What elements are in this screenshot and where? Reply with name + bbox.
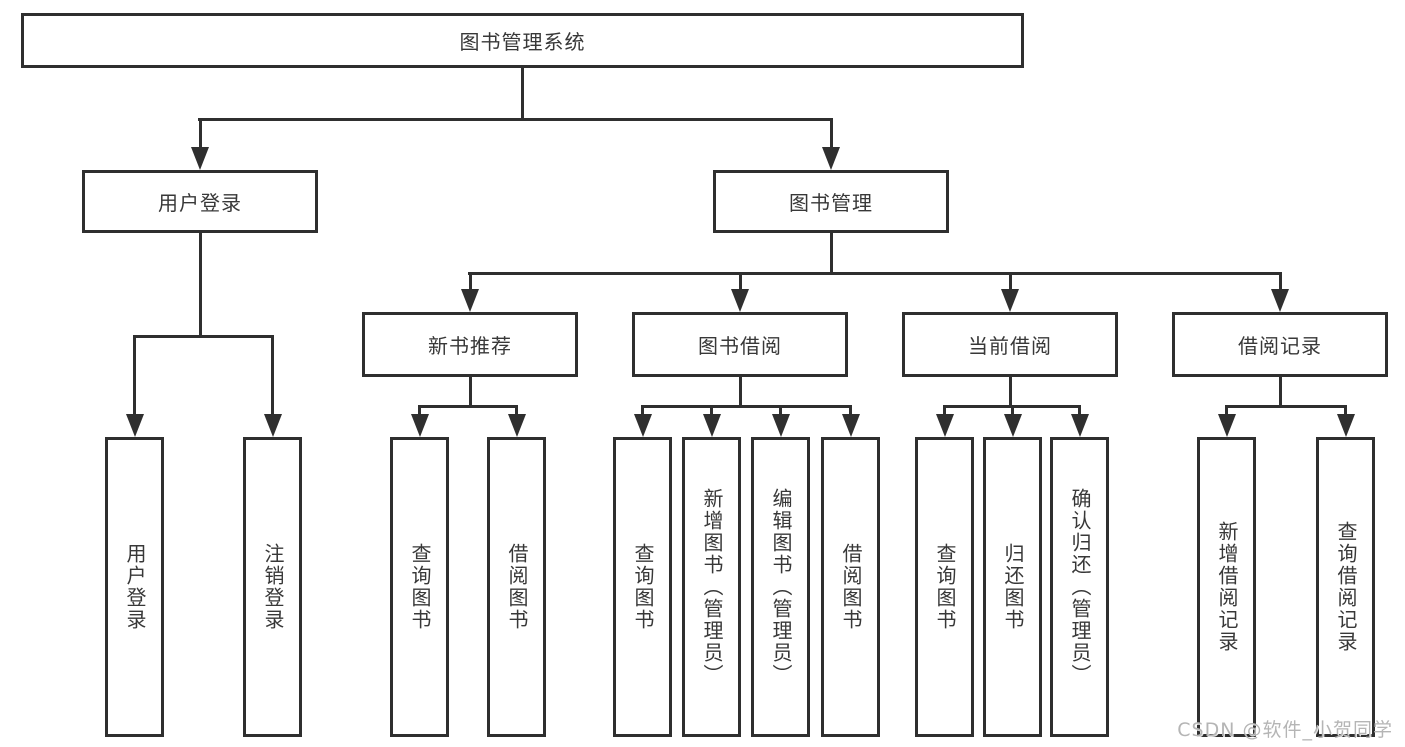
connector-nb-stem [468, 375, 472, 407]
arrow-down-icon [125, 335, 144, 437]
node-label: 图书借阅 [698, 334, 782, 358]
node-label: 借阅记录 [1238, 334, 1322, 358]
connector-bb-hline [641, 405, 852, 408]
connector-userlogin-hline [133, 335, 274, 338]
arrow-down-icon [191, 118, 209, 170]
node-label: 确认归还（管理员） [1068, 488, 1092, 686]
connector-root-stem [521, 66, 524, 120]
node-label: 编辑图书（管理员） [769, 488, 793, 686]
node-label: 新增图书（管理员） [700, 488, 724, 686]
arrow-down-icon [731, 272, 749, 312]
leaf-br-query-record: 查询借阅记录 [1316, 437, 1375, 737]
connector-cb-stem [1008, 375, 1012, 407]
leaf-user-login: 用户登录 [105, 437, 164, 737]
node-label: 当前借阅 [968, 334, 1052, 358]
arrow-down-icon [633, 405, 652, 437]
connector-br-hline [1225, 405, 1347, 408]
node-label: 注销登录 [261, 543, 285, 631]
leaf-bb-add-book: 新增图书（管理员） [682, 437, 741, 737]
arrow-down-icon [935, 405, 954, 437]
arrow-down-icon [1070, 405, 1089, 437]
node-book-borrow: 图书借阅 [632, 312, 848, 377]
node-current-borrow: 当前借阅 [902, 312, 1118, 377]
arrow-down-icon [822, 118, 840, 170]
node-label: 借阅图书 [839, 543, 863, 631]
node-label: 查询图书 [933, 543, 957, 631]
arrow-down-icon [841, 405, 860, 437]
csdn-watermark: CSDN @软件_小贺同学 [1177, 719, 1393, 741]
leaf-bb-borrow-book: 借阅图书 [821, 437, 880, 737]
connector-userlogin-stem [198, 231, 202, 337]
connector-bb-stem [738, 375, 742, 407]
arrow-down-icon [1271, 272, 1289, 312]
node-new-book-recommend: 新书推荐 [362, 312, 578, 377]
connector-nb-hline [418, 405, 518, 408]
leaf-nb-query-book: 查询图书 [390, 437, 449, 737]
leaf-nb-borrow-book: 借阅图书 [487, 437, 546, 737]
node-label: 用户登录 [123, 543, 147, 631]
leaf-bb-query-book: 查询图书 [613, 437, 672, 737]
arrow-down-icon [1336, 405, 1355, 437]
leaf-bb-edit-book: 编辑图书（管理员） [751, 437, 810, 737]
connector-level1-hline [198, 118, 832, 121]
leaf-cb-return-book: 归还图书 [983, 437, 1042, 737]
arrow-down-icon [1001, 272, 1019, 312]
arrow-down-icon [461, 272, 479, 312]
leaf-cb-confirm-return: 确认归还（管理员） [1050, 437, 1109, 737]
node-label: 借阅图书 [505, 543, 529, 631]
node-label: 图书管理 [789, 191, 873, 215]
node-book-management: 图书管理 [713, 170, 949, 233]
node-label: 查询图书 [408, 543, 432, 631]
node-label: 用户登录 [158, 191, 242, 215]
node-label: 图书管理系统 [459, 30, 586, 54]
connector-br-stem [1278, 375, 1282, 407]
node-borrow-records: 借阅记录 [1172, 312, 1388, 377]
arrow-down-icon [702, 405, 721, 437]
node-label: 查询借阅记录 [1334, 521, 1358, 653]
node-user-login: 用户登录 [82, 170, 318, 233]
arrow-down-icon [1003, 405, 1022, 437]
node-root-system: 图书管理系统 [21, 13, 1024, 68]
leaf-logout: 注销登录 [243, 437, 302, 737]
node-label: 查询图书 [631, 543, 655, 631]
node-label: 新书推荐 [428, 334, 512, 358]
arrow-down-icon [507, 405, 526, 437]
arrow-down-icon [771, 405, 790, 437]
leaf-br-add-record: 新增借阅记录 [1197, 437, 1256, 737]
arrow-down-icon [410, 405, 429, 437]
connector-level2-hline [468, 272, 1282, 275]
node-label: 新增借阅记录 [1215, 521, 1239, 653]
leaf-cb-query-book: 查询图书 [915, 437, 974, 737]
node-label: 归还图书 [1001, 543, 1025, 631]
connector-bookmgmt-stem [829, 231, 833, 274]
arrow-down-icon [1217, 405, 1236, 437]
arrow-down-icon [263, 335, 282, 437]
